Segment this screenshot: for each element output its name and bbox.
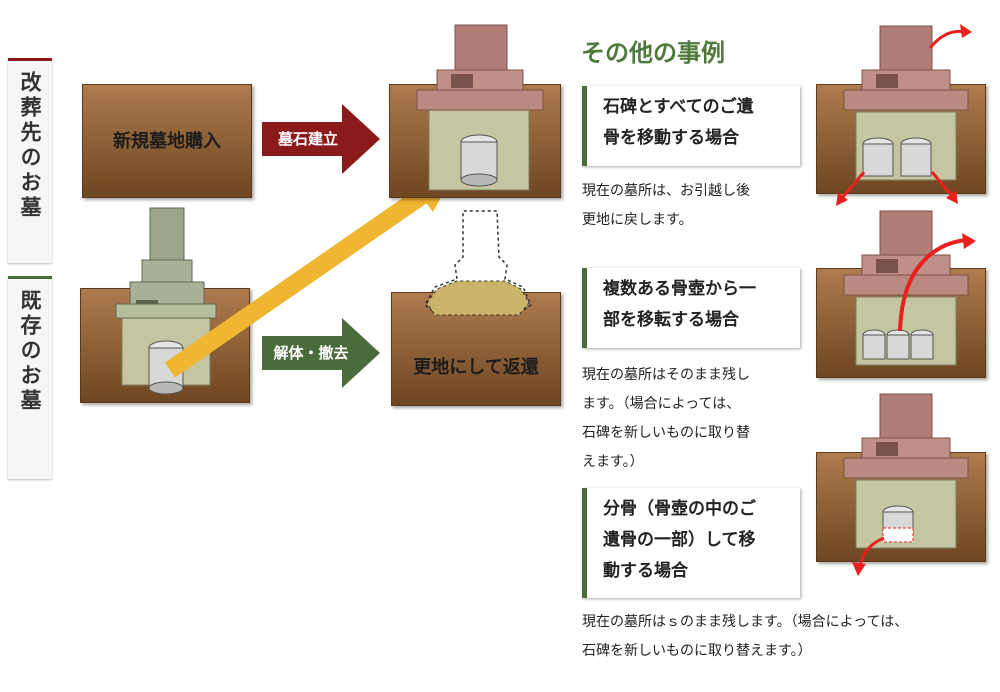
case-2-title-line2: 部を移転する場合 bbox=[603, 310, 739, 330]
other-cases-title: その他の事例 bbox=[581, 39, 725, 67]
build-arrow-label: 墓石建立 bbox=[277, 130, 338, 148]
case-1-desc-line2: 更地に戻します。 bbox=[582, 212, 693, 228]
build-arrow-icon bbox=[262, 104, 380, 174]
case-2-desc-line2: ます。（場合によっては、 bbox=[582, 396, 741, 412]
new-plot-label: 新規墓地購入 bbox=[113, 131, 221, 152]
removed-stone-outline-icon bbox=[424, 210, 532, 316]
side-label-new-grave: 改葬先のお墓 bbox=[8, 58, 52, 263]
case-2-grave-icon bbox=[843, 210, 976, 366]
return-plot-label: 更地にして返還 bbox=[413, 357, 539, 378]
case-1-title-line2: 骨を移動する場合 bbox=[603, 128, 739, 148]
case-3-desc-line2: 石碑を新しいものに取り替えます。） bbox=[582, 643, 812, 659]
demolish-arrow-label: 解体・撤去 bbox=[273, 344, 349, 362]
side-label-old-grave: 既存のお墓 bbox=[8, 276, 52, 479]
new-plot-box: 新規墓地購入 bbox=[82, 84, 252, 198]
case-2-desc: 現在の墓所はそのまま残し ます。（場合によっては、 石碑を新しいものに取り替 え… bbox=[582, 361, 750, 477]
case-1-grave-icon bbox=[836, 24, 972, 206]
case-3-title-line3: 動する場合 bbox=[603, 561, 688, 581]
case-1-title-line1: 石碑とすべてのご遺 bbox=[603, 97, 754, 117]
new-grave-stone-icon bbox=[416, 24, 544, 191]
case-card-2: 複数ある骨壺から一 部を移転する場合 bbox=[582, 268, 800, 348]
case-3-grave-icon bbox=[843, 393, 969, 576]
case-3-title-line1: 分骨（骨壺の中のご bbox=[603, 499, 756, 519]
side-label-old-grave-text: 既存のお墓 bbox=[18, 289, 42, 414]
case-card-3: 分骨（骨壺の中のご 遺骨の一部）して移 動する場合 bbox=[582, 488, 800, 598]
demolish-arrow-icon bbox=[262, 318, 380, 388]
case-2-desc-line4: えます。） bbox=[582, 454, 644, 470]
case-2-desc-line1: 現在の墓所はそのまま残し bbox=[582, 367, 750, 383]
side-label-new-grave-text: 改葬先のお墓 bbox=[18, 71, 42, 221]
case-2-title-line1: 複数ある骨壺から一 bbox=[603, 279, 756, 299]
case-1-desc-line1: 現在の墓所は、お引越し後 bbox=[582, 183, 750, 199]
case-3-title-line2: 遺骨の一部）して移 bbox=[603, 530, 756, 550]
case-1-desc: 現在の墓所は、お引越し後 更地に戻します。 bbox=[582, 177, 750, 235]
case-card-1: 石碑とすべてのご遺 骨を移動する場合 bbox=[582, 86, 800, 166]
case-3-desc-line1: 現在の墓所はｓのまま残します。（場合によっては、 bbox=[582, 614, 909, 630]
case-3-desc: 現在の墓所はｓのまま残します。（場合によっては、 石碑を新しいものに取り替えます… bbox=[582, 608, 908, 666]
case-2-desc-line3: 石碑を新しいものに取り替 bbox=[582, 425, 750, 441]
